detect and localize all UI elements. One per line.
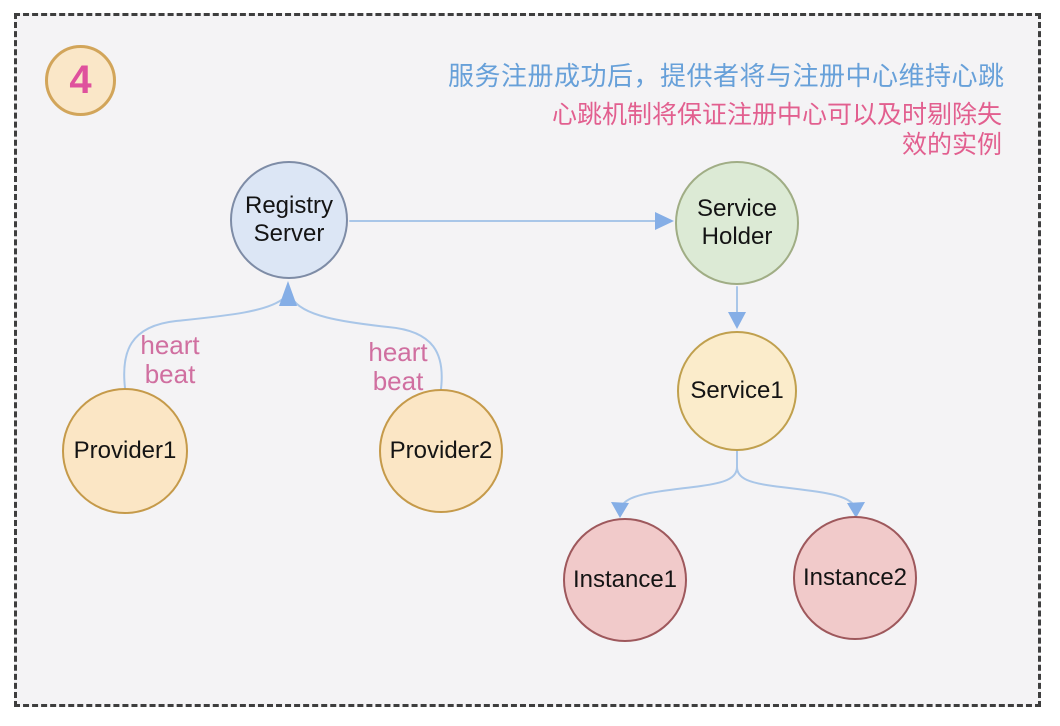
heartbeat-label-1-line1: heart: [140, 330, 200, 360]
node-registry-server-label-line1: Registry: [244, 192, 334, 219]
node-registry-server: Registry Server: [230, 161, 348, 279]
node-instance1: Instance1: [563, 518, 687, 642]
node-service-holder-label-line1: Service: [696, 195, 778, 222]
node-instance1-label: Instance1: [572, 566, 678, 593]
node-provider2: Provider2: [379, 389, 503, 513]
heartbeat-label-2-line1: heart: [368, 337, 428, 367]
heartbeat-label-1: heart beat: [130, 331, 210, 389]
heartbeat-label-2: heart beat: [358, 338, 438, 396]
step-badge: 4: [45, 45, 116, 116]
node-instance2-label: Instance2: [802, 564, 908, 591]
note-annotation-line2: 效的实例: [901, 131, 1002, 159]
node-service-holder: Service Holder: [675, 161, 799, 285]
note-annotation: 心跳机制将保证注册中心可以及时剔除失 效的实例: [542, 100, 1002, 160]
node-service-holder-label-line2: Holder: [701, 223, 773, 250]
step-badge-number: 4: [69, 58, 92, 102]
heading-annotation: 服务注册成功后，提供者将与注册中心维持心跳: [448, 61, 1005, 91]
node-instance2: Instance2: [793, 516, 917, 640]
node-provider1-label: Provider1: [73, 437, 177, 464]
heartbeat-label-1-line2: beat: [144, 359, 196, 389]
bottom-margin: [0, 710, 1060, 726]
node-provider2-label: Provider2: [389, 437, 493, 464]
node-service1: Service1: [677, 331, 797, 451]
node-provider1: Provider1: [62, 388, 188, 514]
node-service1-label: Service1: [690, 377, 784, 404]
heartbeat-label-2-line2: beat: [372, 366, 424, 396]
note-annotation-line1: 心跳机制将保证注册中心可以及时剔除失: [551, 101, 1002, 129]
node-registry-server-label-line2: Server: [253, 220, 325, 247]
